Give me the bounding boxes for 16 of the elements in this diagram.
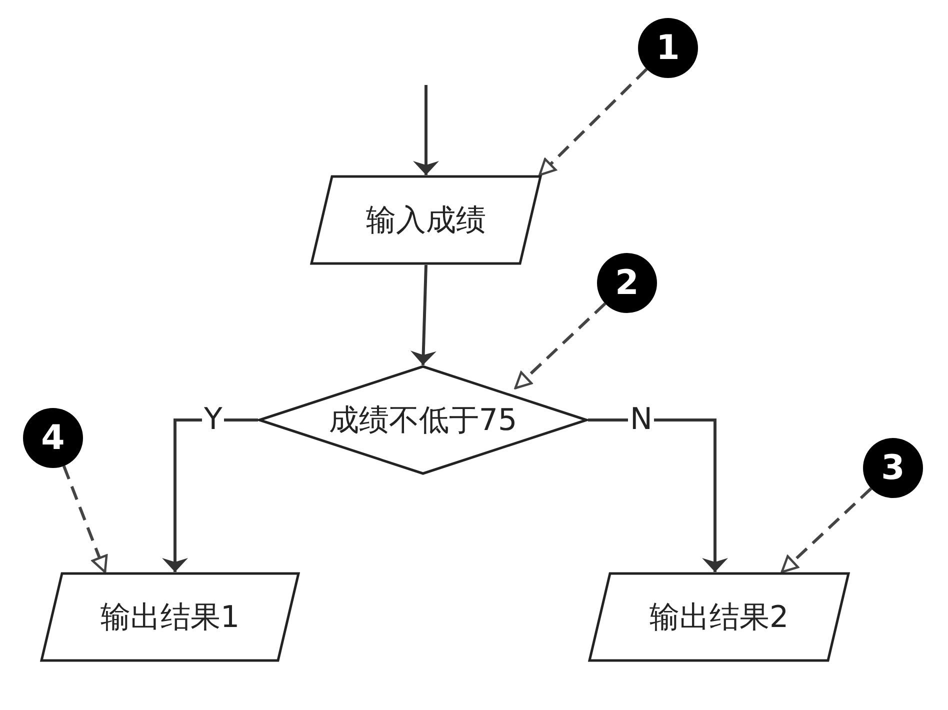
leader-line bbox=[514, 302, 606, 390]
arrow bbox=[588, 418, 728, 572]
arrow bbox=[413, 85, 439, 175]
arrow bbox=[162, 418, 258, 572]
decision-diamond: 成绩不低于75 bbox=[258, 365, 588, 475]
leader-line bbox=[780, 487, 872, 574]
leader-line bbox=[538, 68, 648, 176]
parallelogram-box: 输入成绩 bbox=[310, 175, 542, 265]
arrow bbox=[410, 264, 436, 366]
callout-number: 2 bbox=[597, 253, 657, 313]
callout-number: 3 bbox=[863, 438, 923, 498]
parallelogram-box: 输出结果2 bbox=[588, 572, 850, 662]
parallelogram-box: 输出结果1 bbox=[40, 572, 300, 662]
leader-line bbox=[62, 465, 108, 574]
callout-number: 4 bbox=[23, 408, 83, 468]
callout-number: 1 bbox=[638, 18, 698, 78]
